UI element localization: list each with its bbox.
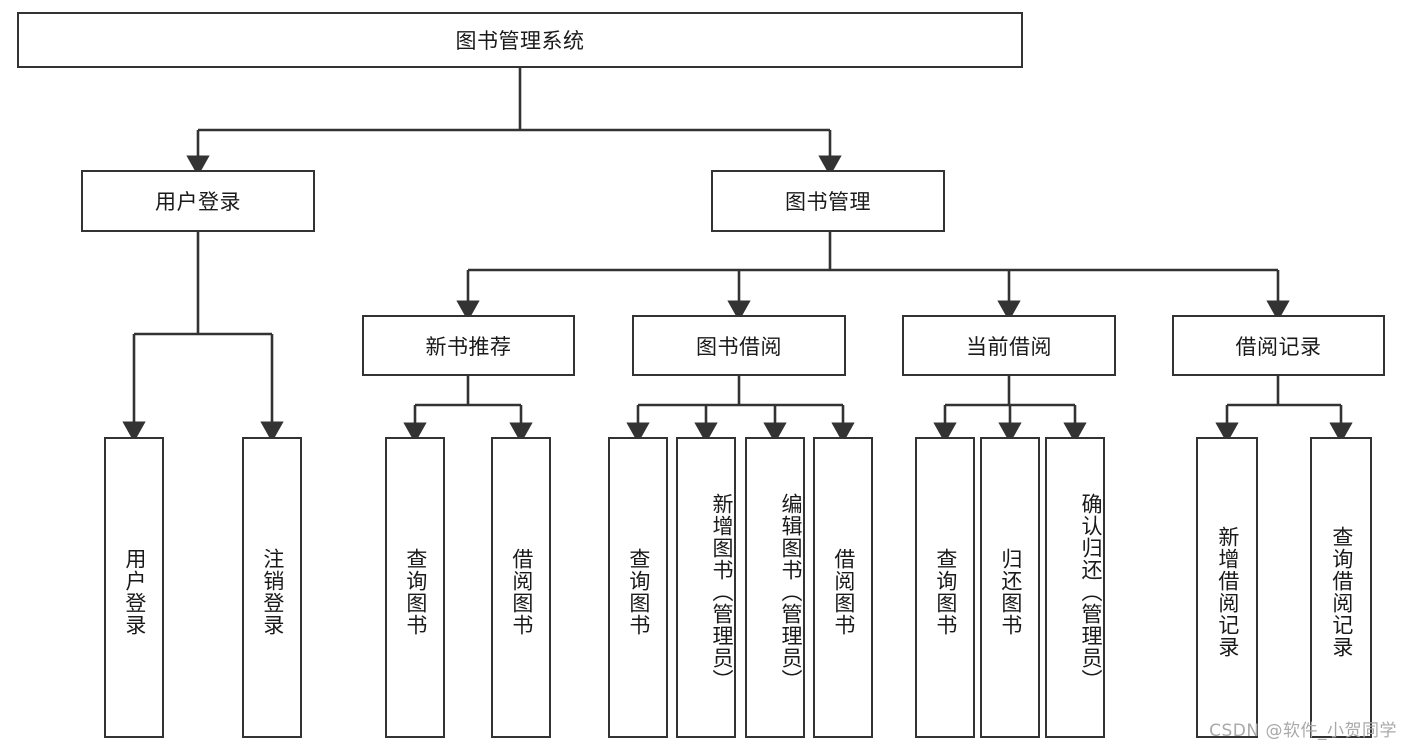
node-label: 新增图书（管理员） xyxy=(710,492,734,691)
leaf-book-borrow-edit[interactable]: 编辑图书（管理员） xyxy=(745,437,805,738)
node-label: 查询图书 xyxy=(933,547,958,636)
node-label: 用户登录 xyxy=(155,190,241,214)
leaf-book-borrow-query[interactable]: 查询图书 xyxy=(608,437,668,738)
node-label: 查询图书 xyxy=(403,547,428,636)
node-label: 编辑图书（管理员） xyxy=(779,492,803,691)
leaf-user-login-login[interactable]: 用户登录 xyxy=(104,437,164,738)
node-label: 新增借阅记录 xyxy=(1215,525,1240,658)
leaf-current-borrow-query[interactable]: 查询图书 xyxy=(915,437,975,738)
node-book-borrow[interactable]: 图书借阅 xyxy=(632,315,846,376)
node-user-login[interactable]: 用户登录 xyxy=(81,170,315,232)
node-borrow-record[interactable]: 借阅记录 xyxy=(1172,315,1385,376)
node-label: 图书借阅 xyxy=(696,334,782,359)
leaf-book-borrow-borrow[interactable]: 借阅图书 xyxy=(813,437,873,738)
leaf-borrow-record-query[interactable]: 查询借阅记录 xyxy=(1310,437,1372,738)
node-label: 查询借阅记录 xyxy=(1329,525,1354,658)
leaf-borrow-record-add[interactable]: 新增借阅记录 xyxy=(1196,437,1258,738)
node-label: 当前借阅 xyxy=(966,334,1052,359)
node-label: 借阅图书 xyxy=(831,547,856,636)
leaf-current-borrow-confirm-return[interactable]: 确认归还（管理员） xyxy=(1045,437,1105,738)
node-label: 借阅记录 xyxy=(1235,334,1322,359)
node-current-borrow[interactable]: 当前借阅 xyxy=(902,315,1116,376)
leaf-new-book-query[interactable]: 查询图书 xyxy=(385,437,445,738)
leaf-current-borrow-return[interactable]: 归还图书 xyxy=(980,437,1040,738)
node-label: 用户登录 xyxy=(122,547,147,636)
node-label: 图书管理系统 xyxy=(455,29,585,53)
node-label: 图书管理 xyxy=(785,190,871,214)
node-label: 注销登录 xyxy=(260,547,285,636)
leaf-user-login-logout[interactable]: 注销登录 xyxy=(242,437,302,738)
node-label: 借阅图书 xyxy=(509,547,534,636)
node-book-management[interactable]: 图书管理 xyxy=(711,170,945,232)
leaf-new-book-borrow[interactable]: 借阅图书 xyxy=(491,437,551,738)
leaf-book-borrow-add[interactable]: 新增图书（管理员） xyxy=(676,437,736,738)
node-label: 确认归还（管理员） xyxy=(1079,492,1103,691)
node-new-book-recommend[interactable]: 新书推荐 xyxy=(362,315,575,376)
watermark-text: CSDN @软件_小贺同学 xyxy=(1209,721,1397,741)
node-label: 查询图书 xyxy=(626,547,651,636)
node-label: 归还图书 xyxy=(998,547,1023,636)
node-root-system[interactable]: 图书管理系统 xyxy=(17,12,1023,68)
node-label: 新书推荐 xyxy=(425,334,512,359)
